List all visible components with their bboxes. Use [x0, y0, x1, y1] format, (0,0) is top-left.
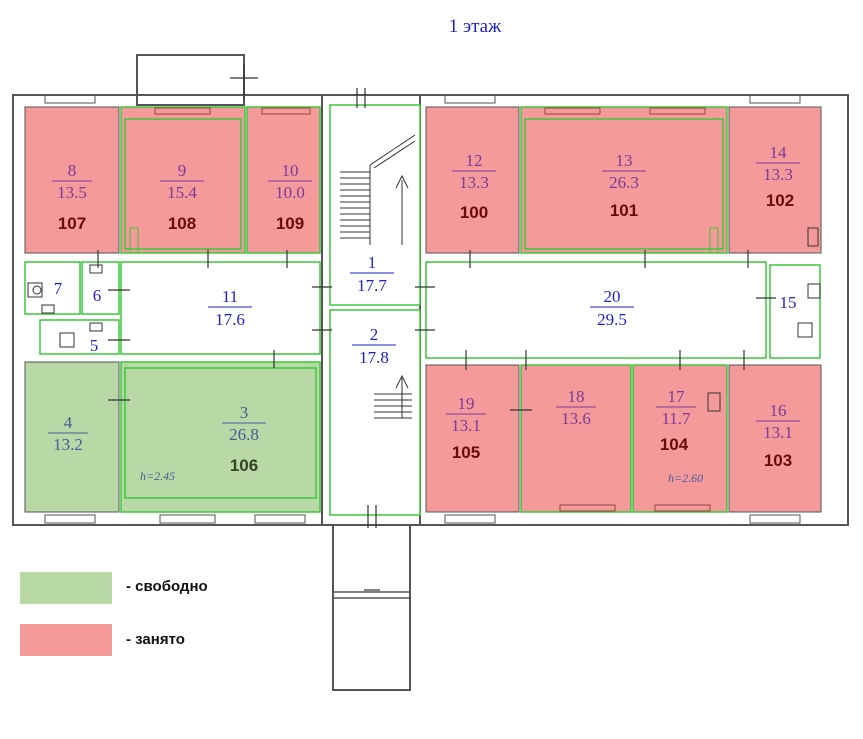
room-1-area: 17.7: [357, 276, 387, 295]
room-7: [24, 261, 81, 315]
room-8-number: 8: [68, 161, 77, 180]
room-17-area: 11.7: [661, 409, 691, 428]
room-20-number: 20: [604, 287, 621, 306]
room-10[interactable]: [246, 106, 321, 254]
room-5: [39, 319, 120, 355]
room-11-area: 17.6: [215, 310, 245, 329]
door-marks: [97, 64, 776, 591]
room-2-area: 17.8: [359, 348, 389, 367]
corridor-20: [425, 261, 767, 359]
room-16[interactable]: [728, 364, 822, 513]
room-12-area: 13.3: [459, 173, 489, 192]
room-15-number: 15: [780, 293, 797, 312]
room-12-office: 100: [460, 203, 488, 222]
room-3-number: 3: [240, 403, 249, 422]
room-17-number: 17: [668, 387, 686, 406]
room-19-office: 105: [452, 443, 480, 462]
room-3-area: 26.8: [229, 425, 259, 444]
room-19-area: 13.1: [451, 416, 481, 435]
room-9-number: 9: [178, 161, 187, 180]
room-12-number: 12: [466, 151, 483, 170]
room-13-number: 13: [616, 151, 633, 170]
room-17-office: 104: [660, 435, 689, 454]
stair-treads-upper: [340, 134, 416, 245]
room-14[interactable]: [728, 106, 822, 254]
room-9[interactable]: [120, 106, 246, 254]
room-9-area: 15.4: [167, 183, 197, 202]
toilet-fixtures: [27, 227, 821, 412]
room-10-office: 109: [276, 214, 304, 233]
room-1-number: 1: [368, 253, 377, 272]
room-7-number: 7: [54, 279, 63, 298]
room-16-office: 103: [764, 451, 792, 470]
floor-title: 1 этаж: [449, 16, 502, 37]
room-18-area: 13.6: [561, 409, 591, 428]
room-10-number: 10: [282, 161, 299, 180]
room-4-number: 4: [64, 413, 73, 432]
stair-treads-lower: [374, 374, 412, 419]
room-6-number: 6: [93, 286, 102, 305]
room-17[interactable]: [632, 364, 728, 513]
stair-1: [329, 104, 421, 306]
room-3[interactable]: [120, 361, 321, 513]
legend-label-free: - свободно: [126, 578, 208, 595]
window-marks: [44, 94, 801, 524]
height-left: h=2.45: [140, 469, 175, 483]
legend-swatch-occupied: [20, 624, 112, 656]
room-9-office: 108: [168, 214, 196, 233]
room-6: [81, 261, 120, 315]
room-19[interactable]: [425, 364, 520, 513]
room-14-number: 14: [770, 143, 788, 162]
room-2-number: 2: [370, 325, 379, 344]
height-right: h=2.60: [668, 471, 703, 485]
room-13-area: 26.3: [609, 173, 639, 192]
room-12[interactable]: [425, 106, 520, 254]
room-13[interactable]: [520, 106, 728, 254]
entrance-stairs: [332, 524, 411, 691]
room-16-number: 16: [770, 401, 787, 420]
legend-swatch-free: [20, 572, 112, 604]
top-annex: [136, 54, 245, 106]
room-13-office: 101: [610, 201, 638, 220]
room-5-number: 5: [90, 336, 99, 355]
room-3-office: 106: [230, 456, 258, 475]
room-16-area: 13.1: [763, 423, 793, 442]
room-15: [769, 264, 821, 359]
room-10-area: 10.0: [275, 183, 305, 202]
room-11-number: 11: [222, 287, 238, 306]
room-8[interactable]: [24, 106, 120, 254]
room-14-area: 13.3: [763, 165, 793, 184]
room-18-number: 18: [568, 387, 585, 406]
room-8-area: 13.5: [57, 183, 87, 202]
room-8-office: 107: [58, 214, 86, 233]
room-18[interactable]: [520, 364, 632, 513]
room-19-number: 19: [458, 394, 475, 413]
room-14-office: 102: [766, 191, 794, 210]
room-4-area: 13.2: [53, 435, 83, 454]
room-4[interactable]: [24, 361, 120, 513]
corridor-11: [120, 261, 321, 355]
room-20-area: 29.5: [597, 310, 627, 329]
legend-label-occupied: - занято: [126, 631, 185, 648]
